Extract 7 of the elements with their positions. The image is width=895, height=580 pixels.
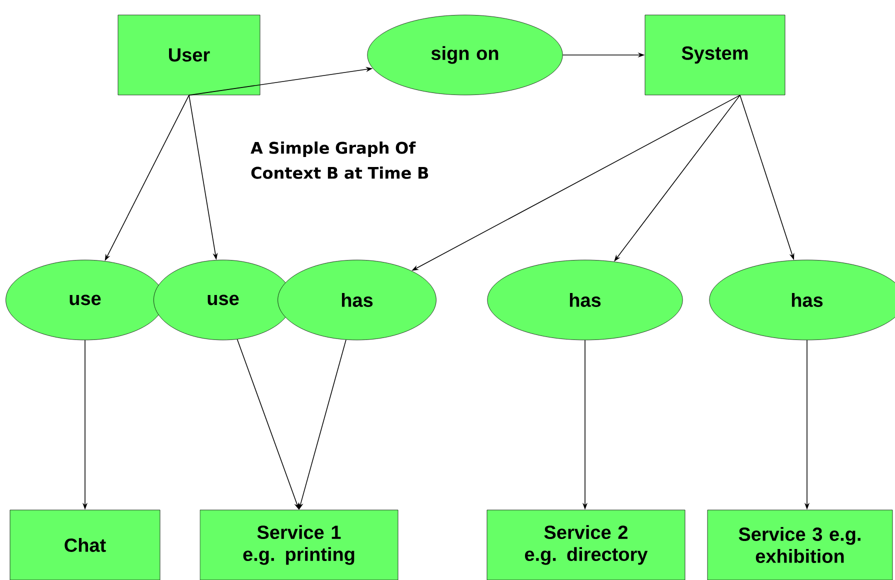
process-box: User [118, 14, 260, 96]
process-box: Service 2 e.g. directory [486, 510, 686, 580]
graph-note: A Simple Graph Of Context B at Time B [250, 142, 428, 179]
process-box: System [644, 14, 786, 96]
process-box: Service 1 e.g. printing [200, 510, 398, 580]
process-box: Service 3 e.g. exhibition [707, 510, 893, 580]
process-box: Chat [10, 510, 160, 580]
